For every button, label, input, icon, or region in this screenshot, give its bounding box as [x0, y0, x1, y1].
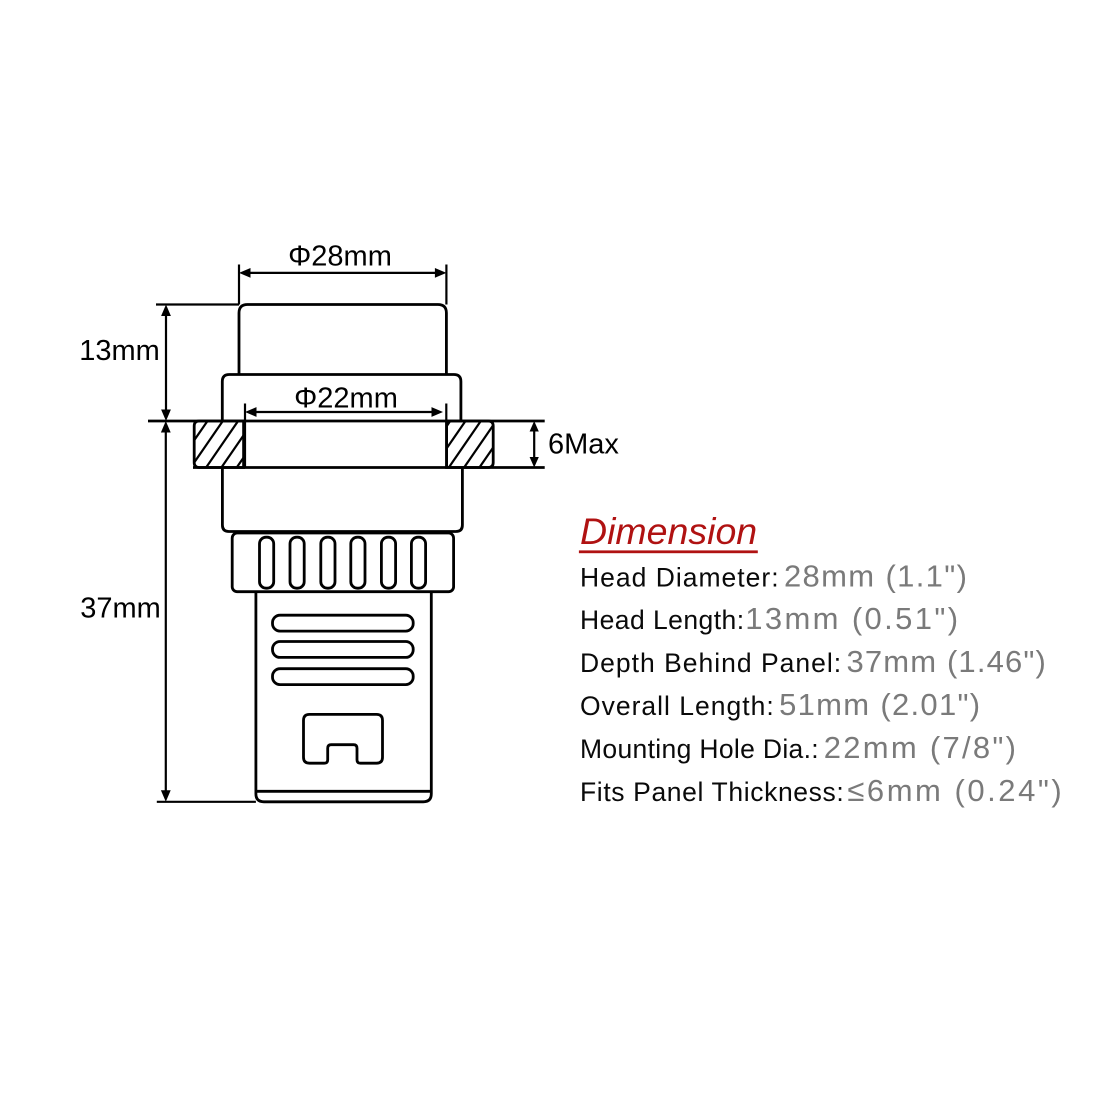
svg-text:Overall Length: 51mm (2.01"): Overall Length: 51mm (2.01"): [580, 687, 981, 722]
svg-text:Dimension: Dimension: [580, 510, 757, 552]
svg-text:Head Length: 13mm (0.51"): Head Length: 13mm (0.51"): [580, 601, 960, 636]
svg-text:Φ28mm: Φ28mm: [288, 240, 392, 272]
svg-text:Fits Panel Thickness: ≤6mm (0.: Fits Panel Thickness: ≤6mm (0.24"): [580, 773, 1064, 808]
svg-text:Head Diameter: 28mm (1.1"): Head Diameter: 28mm (1.1"): [580, 558, 968, 593]
svg-text:37mm: 37mm: [80, 593, 161, 625]
svg-text:Depth Behind Panel: 37mm (1.46: Depth Behind Panel: 37mm (1.46"): [580, 644, 1047, 679]
svg-text:6Max: 6Max: [548, 428, 619, 460]
svg-text:Mounting Hole Dia.: 22mm (7/8": Mounting Hole Dia.: 22mm (7/8"): [580, 730, 1018, 765]
svg-text:Φ22mm: Φ22mm: [294, 383, 398, 415]
svg-text:13mm: 13mm: [79, 335, 160, 367]
